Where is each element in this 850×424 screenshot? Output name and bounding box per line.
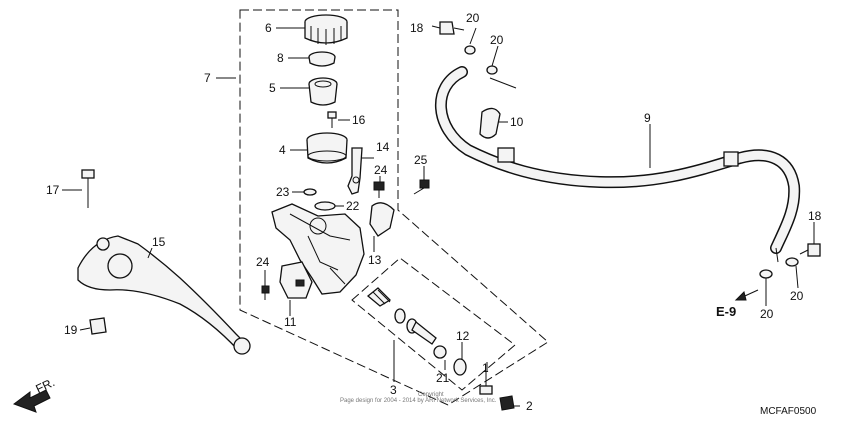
callout-1: 1 (482, 361, 489, 375)
callout-12: 12 (456, 329, 470, 343)
callout-23: 23 (276, 185, 290, 199)
callout-20: 20 (466, 11, 480, 25)
clutch-switch (279, 261, 313, 299)
diagram-code: MCFAF0500 (760, 406, 817, 417)
lever-pivot-bolt (81, 169, 95, 208)
callout-5: 5 (269, 81, 276, 95)
callout-11: 11 (284, 315, 297, 329)
hose-clamp (479, 107, 501, 139)
front-arrow-label: FR. (33, 375, 56, 396)
clutch-lever (77, 235, 251, 355)
pivot-nut (499, 395, 515, 411)
callout-16: 16 (352, 113, 366, 127)
callout-17: 17 (46, 183, 60, 197)
o-ring (303, 188, 317, 196)
diaphragm (308, 77, 338, 106)
copyright-line-2: Page design for 2004 - 2014 by ARI Netwo… (340, 398, 497, 404)
front-arrow-icon (12, 389, 51, 413)
callout-15: 15 (152, 235, 166, 249)
callout-18-lower: 18 (808, 209, 822, 223)
reservoir-body (306, 132, 348, 164)
master-cylinder-body (271, 203, 365, 295)
callout-20-lowest: 20 (760, 307, 774, 321)
callout-6: 6 (265, 21, 272, 35)
diaphragm-plate (308, 51, 336, 67)
piston-kit (366, 287, 467, 376)
callout-24: 24 (374, 163, 388, 177)
leader-lines (62, 25, 815, 407)
callout-20-second: 20 (490, 33, 504, 47)
stay-bolt (373, 181, 385, 198)
callout-7: 7 (204, 71, 211, 85)
reservoir-cap (304, 14, 348, 45)
callout-8: 8 (277, 51, 284, 65)
sealing-washer-upper-1 (464, 45, 476, 55)
oil-bolt-upper (439, 21, 465, 35)
bushing-ring (314, 201, 336, 211)
piston-kit-boundary (351, 257, 516, 391)
sealing-washer-upper-2 (486, 65, 498, 75)
copyright-line-1: Copyright (418, 392, 444, 398)
lever-collar (89, 317, 107, 335)
callout-9: 9 (644, 111, 651, 125)
pivot-bolt (479, 372, 493, 395)
oil-bolt-lower (799, 243, 821, 257)
callout-2: 2 (526, 399, 533, 413)
holder-clamp (369, 202, 395, 237)
callout-14: 14 (376, 140, 390, 154)
callout-10: 10 (510, 115, 524, 129)
callout-25: 25 (414, 153, 428, 167)
callout-4: 4 (279, 143, 286, 157)
clutch-hose (434, 66, 801, 263)
callout-24-lower: 24 (256, 255, 270, 269)
callout-21: 21 (436, 371, 450, 385)
master-cylinder-boundary (239, 9, 549, 406)
reservoir-stay (347, 147, 363, 195)
e9-arrow (734, 289, 759, 301)
reference-label: E-9 (716, 304, 736, 319)
sealing-washer-lower-2 (759, 269, 773, 279)
callout-3: 3 (390, 383, 397, 397)
callout-13: 13 (368, 253, 382, 267)
callout-22: 22 (346, 199, 360, 213)
mount-bolt (413, 179, 430, 195)
callout-20-lower: 20 (790, 289, 804, 303)
callout-19: 19 (64, 323, 78, 337)
switch-screw (261, 285, 270, 300)
sealing-washer-lower-1 (785, 257, 799, 267)
callout-18: 18 (410, 21, 424, 35)
reservoir-screw (327, 111, 337, 128)
